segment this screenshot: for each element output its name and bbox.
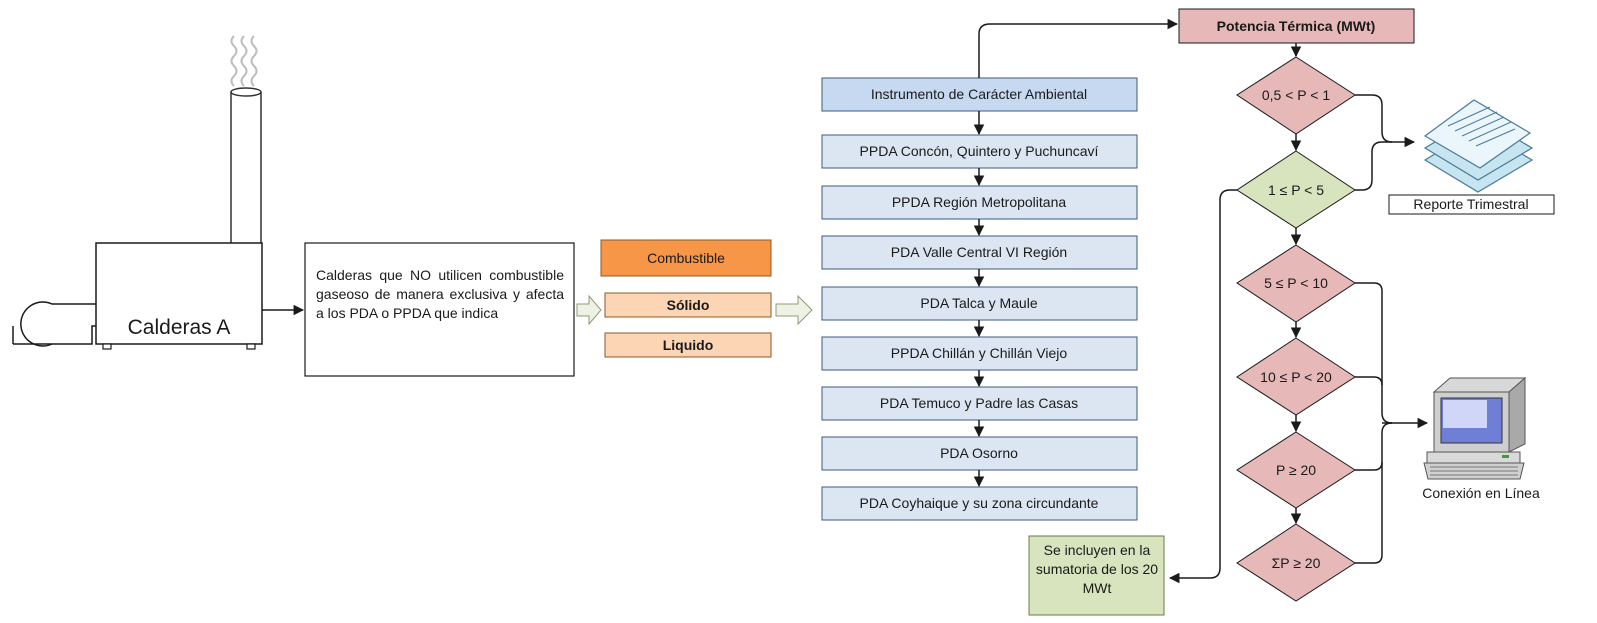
blower-icon bbox=[12, 301, 96, 347]
report-icon bbox=[1423, 99, 1534, 193]
power-range-diamond bbox=[1236, 431, 1356, 509]
fuel-header-box bbox=[600, 239, 772, 277]
plan-label: PPDA Chillán y Chillán Viejo bbox=[891, 345, 1068, 361]
boiler-illustration: Calderas A bbox=[12, 35, 263, 350]
online-connectors bbox=[1355, 282, 1429, 564]
sum-note-box bbox=[1028, 535, 1165, 616]
plan-label: PDA Temuco y Padre las Casas bbox=[880, 395, 1078, 411]
fuel-header: Combustible bbox=[647, 250, 725, 266]
power-range-diamond bbox=[1236, 150, 1356, 229]
plan-label: PPDA Concón, Quintero y Puchuncaví bbox=[860, 143, 1099, 159]
condition-box bbox=[304, 242, 575, 377]
power-range-label: 0,5 < P < 1 bbox=[1262, 87, 1330, 103]
power-header-box bbox=[1178, 8, 1415, 44]
plan-label: PDA Valle Central VI Región bbox=[891, 244, 1067, 260]
connector-arrow bbox=[978, 18, 1179, 78]
power-range-list: 0,5 < P < 1 1 ≤ P < 5 5 ≤ P < 10 10 ≤ P … bbox=[1236, 56, 1356, 602]
power-header: Potencia Térmica (MWt) bbox=[1217, 18, 1376, 34]
plan-box bbox=[821, 134, 1138, 169]
plan-box bbox=[821, 286, 1138, 321]
online-label: Conexión en Línea bbox=[1422, 485, 1540, 501]
sum-note-text: Se incluyen en la sumatoria de los 20 MW… bbox=[1035, 542, 1159, 596]
power-range-label: 10 ≤ P < 20 bbox=[1260, 369, 1332, 385]
plan-label: PPDA Región Metropolitana bbox=[892, 194, 1067, 210]
fuel-type-liquid: Liquido bbox=[663, 337, 714, 353]
power-range-diamond bbox=[1236, 56, 1356, 135]
plan-list: PPDA Concón, Quintero y Puchuncaví PPDA … bbox=[821, 134, 1138, 521]
boiler-body bbox=[95, 242, 263, 345]
instrument-label: Instrumento de Carácter Ambiental bbox=[871, 86, 1087, 102]
power-range-label: 5 ≤ P < 10 bbox=[1264, 275, 1328, 291]
plan-label: PDA Osorno bbox=[940, 445, 1018, 461]
condition-text: Calderas que NO utilicen combustible gas… bbox=[316, 267, 564, 321]
report-connectors bbox=[1355, 94, 1416, 191]
block-arrow-icon bbox=[775, 294, 813, 326]
fuel-type-solid: Sólido bbox=[667, 297, 710, 313]
fuel-type-box bbox=[604, 332, 772, 358]
power-range-diamond bbox=[1236, 244, 1356, 323]
plan-label: PDA Talca y Maule bbox=[920, 295, 1037, 311]
plan-label: PDA Coyhaique y su zona circundante bbox=[860, 495, 1099, 511]
power-range-diamond bbox=[1236, 523, 1356, 602]
smoke-icon bbox=[230, 35, 258, 87]
power-range-diamond bbox=[1236, 337, 1356, 416]
block-arrow-icon bbox=[576, 294, 602, 326]
fuel-type-box bbox=[604, 292, 772, 318]
power-range-label: 1 ≤ P < 5 bbox=[1268, 182, 1324, 198]
computer-icon bbox=[1423, 376, 1527, 480]
report-label: Reporte Trimestral bbox=[1413, 196, 1528, 212]
connector-arrow bbox=[1168, 189, 1237, 584]
boiler-label: Calderas A bbox=[128, 316, 231, 339]
report-label-box bbox=[1388, 194, 1555, 215]
chimney-top bbox=[230, 87, 262, 97]
plan-box bbox=[821, 336, 1138, 371]
power-range-label: ΣP ≥ 20 bbox=[1272, 555, 1321, 571]
power-range-label: P ≥ 20 bbox=[1276, 462, 1316, 478]
plan-box bbox=[821, 436, 1138, 471]
